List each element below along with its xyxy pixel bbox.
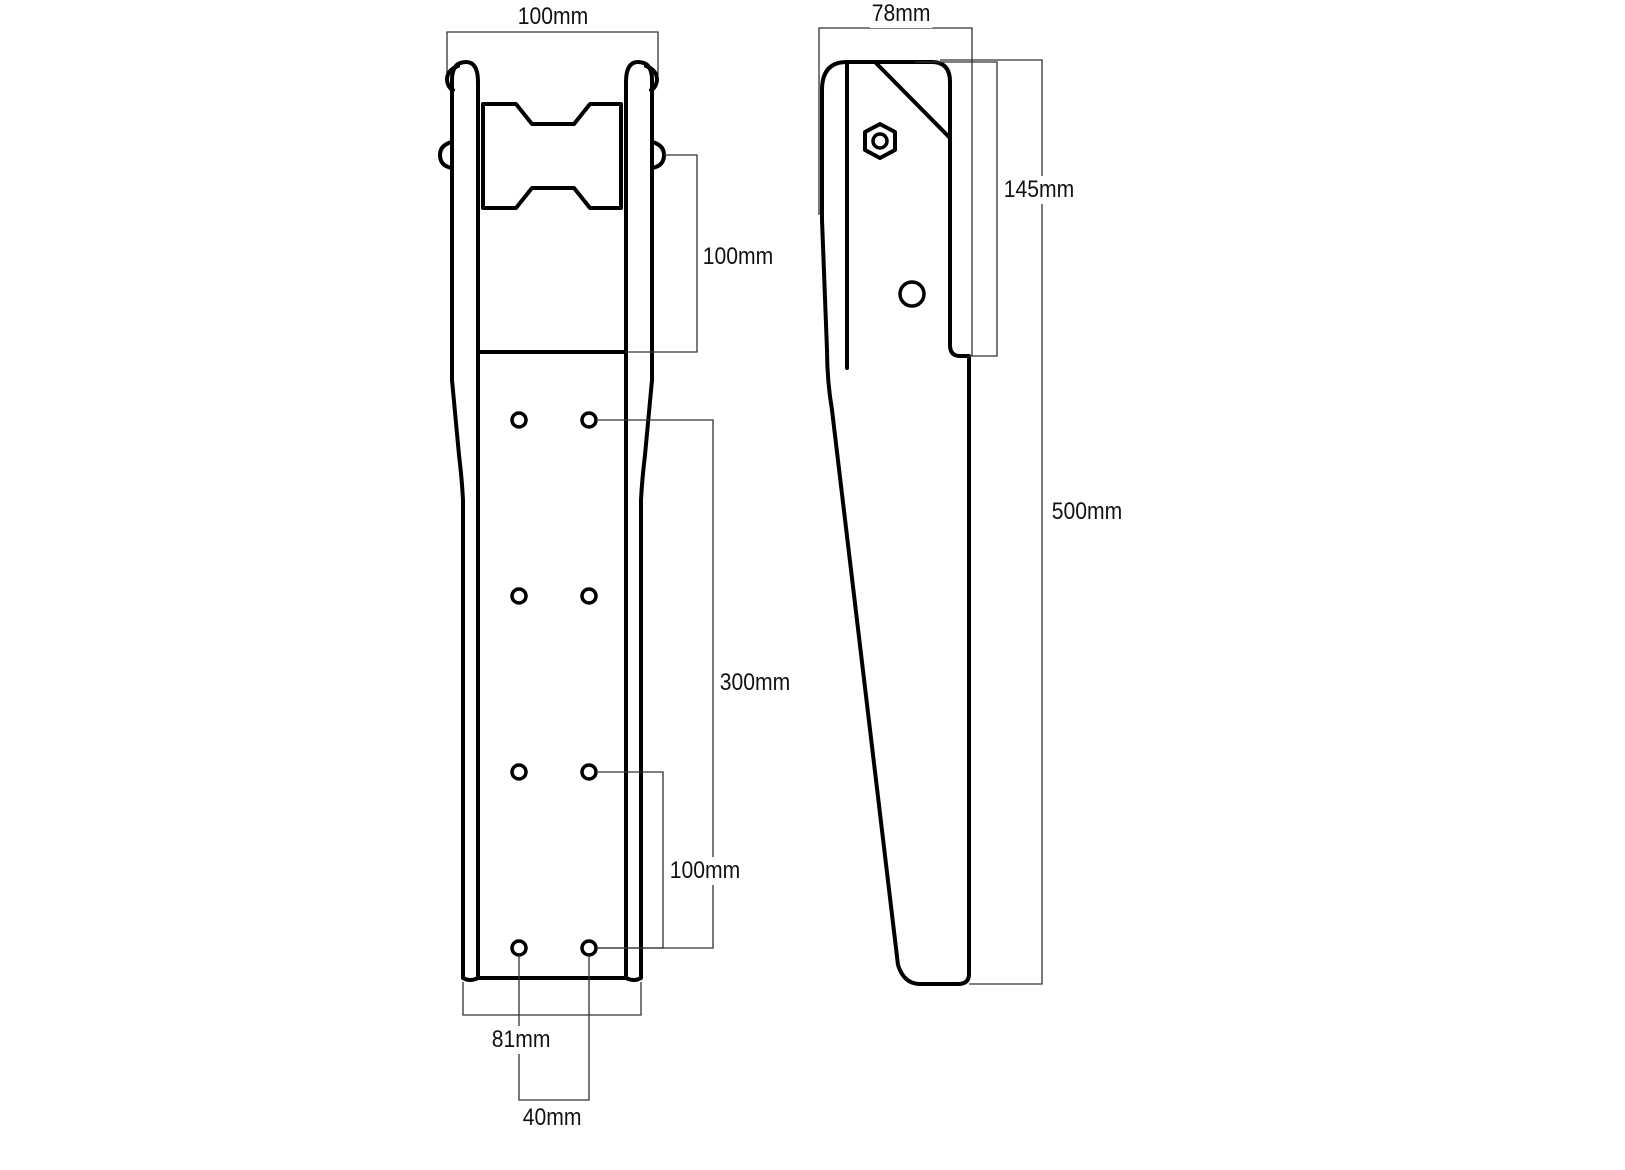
right-top-lug [644, 64, 659, 92]
label-base-width: 81mm [490, 1026, 553, 1054]
mount-hole-r2c2 [580, 587, 598, 605]
dim-line-head-height [915, 61, 998, 357]
label-hole-pitch: 40mm [521, 1104, 584, 1132]
label-head-height: 145mm [1002, 176, 1076, 204]
mount-hole-r3c1 [510, 763, 528, 781]
dim-line-depth [818, 27, 973, 356]
left-axle-nut [438, 140, 454, 170]
left-top-lug [445, 64, 460, 92]
dim-line-roller-to-plate [626, 154, 698, 353]
dim-line-base-width [462, 982, 642, 1016]
right-cheek-plate [624, 60, 654, 982]
dim-line-top-width [446, 31, 659, 75]
mount-hole-r1c1 [510, 411, 528, 429]
label-hole-spacing: 100mm [668, 857, 742, 885]
label-depth: 78mm [870, 0, 933, 28]
right-axle-nut [650, 140, 666, 170]
mount-hole-r4c2 [580, 939, 598, 957]
dim-line-hole-spacing [596, 771, 664, 949]
side-view [818, 27, 1043, 986]
side-chamfer [873, 60, 952, 140]
mount-hole-r3c2 [580, 763, 598, 781]
left-cheek-plate [450, 60, 480, 982]
mount-hole-r4c1 [510, 939, 528, 957]
mount-hole-r2c1 [510, 587, 528, 605]
label-hole-span: 300mm [718, 669, 792, 697]
mount-hole-r1c2 [580, 411, 598, 429]
front-view [438, 31, 714, 1101]
base-plate [476, 350, 628, 980]
dim-line-overall-length [940, 59, 1043, 985]
roller [481, 102, 623, 210]
label-overall-length: 500mm [1050, 498, 1124, 526]
label-roller-to-plate: 100mm [701, 243, 775, 271]
label-top-width: 100mm [516, 3, 590, 31]
hex-nut-bore [871, 132, 889, 150]
pivot-hole [898, 280, 926, 308]
side-profile [820, 60, 971, 986]
